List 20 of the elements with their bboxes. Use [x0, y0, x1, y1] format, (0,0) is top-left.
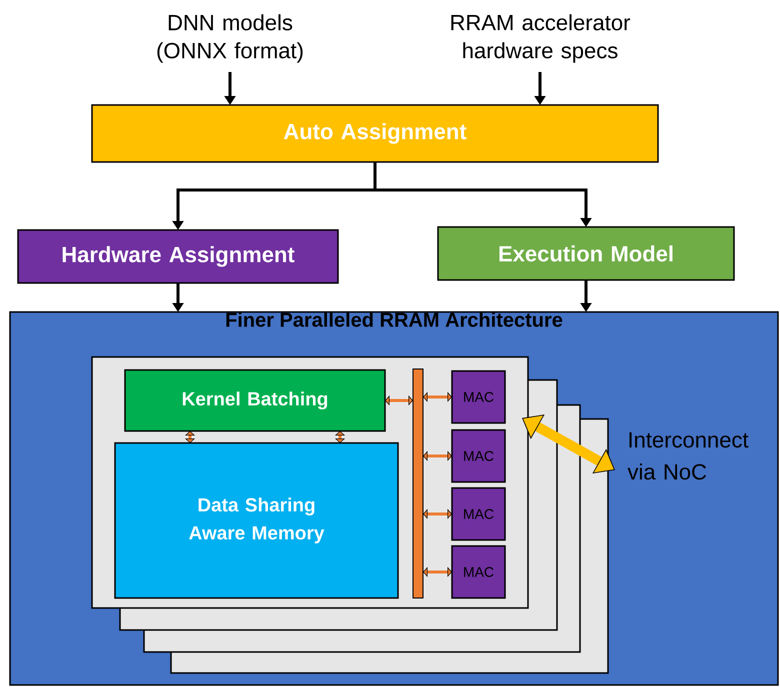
- input-text: RRAM accelerator hardware specs: [451, 14, 630, 63]
- mac-unit: MAC: [451, 545, 506, 599]
- mac-unit: MAC: [451, 487, 506, 541]
- mac-unit: MAC: [451, 429, 506, 483]
- arrow: [184, 431, 196, 443]
- process-box: Execution Model: [437, 226, 735, 281]
- mac-unit: MAC: [451, 370, 506, 424]
- arrow: [423, 508, 452, 520]
- input-text: DNN models (ONNX format): [157, 14, 303, 63]
- interconnect-label: Interconnect via NoC: [628, 432, 748, 480]
- arrow: [334, 431, 346, 443]
- process-box: Auto Assignment: [91, 104, 659, 163]
- arrow: [385, 395, 413, 406]
- arrow: [423, 566, 452, 578]
- arrow: [423, 392, 452, 402]
- process-box: Kernel Batching: [124, 369, 386, 432]
- memory-box: Data Sharing Aware Memory: [114, 442, 399, 599]
- process-box: Hardware Assignment: [17, 229, 339, 284]
- bus-bar: [412, 368, 424, 598]
- arrow: [423, 450, 452, 462]
